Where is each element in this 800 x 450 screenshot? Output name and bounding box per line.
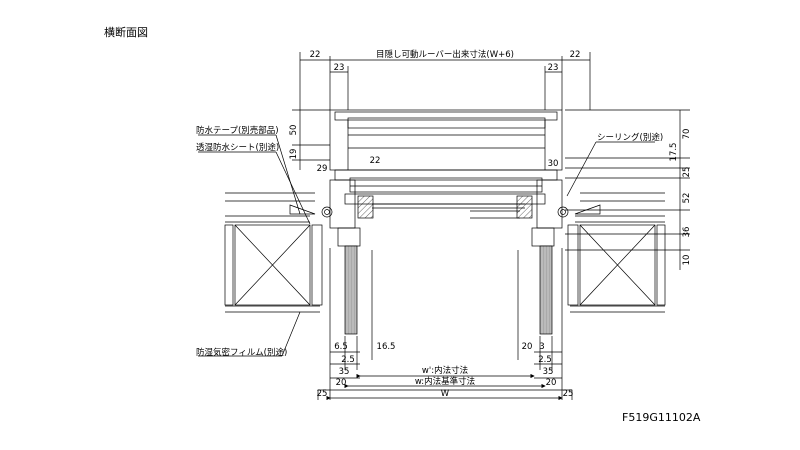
jamb-right bbox=[516, 179, 569, 335]
dim-top-right-23: 23 bbox=[548, 63, 559, 73]
left-dimensions bbox=[292, 109, 330, 170]
drawing-title: 横断面図 bbox=[104, 26, 148, 39]
dim-right-10: 10 bbox=[682, 255, 692, 266]
dim-top-overall: 目隠し可動ルーバー出来寸法(W+6) bbox=[376, 49, 514, 60]
dim-bot-20-right: 20 bbox=[546, 378, 557, 388]
dim-bot-3: 3 bbox=[539, 342, 544, 352]
dim-right-52: 52 bbox=[682, 193, 692, 204]
dim-inner-w-prime: w':内法寸法 bbox=[422, 365, 468, 376]
dim-bot-25-right: 25 bbox=[563, 389, 574, 399]
dim-bot-20-left: 20 bbox=[336, 378, 347, 388]
dim-top-right-22: 22 bbox=[570, 50, 581, 60]
dim-left-29: 29 bbox=[317, 164, 328, 174]
dim-top-left-23: 23 bbox=[334, 63, 345, 73]
dim-left-19: 19 bbox=[289, 149, 299, 160]
jamb-left bbox=[321, 179, 374, 335]
dim-right-25: 25 bbox=[682, 167, 692, 178]
dim-bot-20: 20 bbox=[522, 342, 533, 352]
dim-right-17-5: 17.5 bbox=[669, 143, 679, 162]
dim-overall-w: W bbox=[441, 389, 450, 399]
dim-bot-2-5-b: 2.5 bbox=[538, 355, 552, 365]
dim-bot-6-5: 6.5 bbox=[334, 342, 348, 352]
label-vapor-film: 防湿気密フィルム(別途) bbox=[196, 347, 287, 358]
dim-inner-22: 22 bbox=[370, 156, 381, 166]
dim-right-70: 70 bbox=[682, 129, 692, 140]
bottom-dimensions bbox=[317, 248, 573, 401]
waterproof-tape-left bbox=[289, 204, 316, 215]
dim-bot-2-5: 2.5 bbox=[341, 355, 355, 365]
label-waterproof-tape: 防水テープ(別売部品) bbox=[196, 125, 279, 136]
drawing-code: F519G11102A bbox=[622, 411, 701, 424]
dim-right-36: 36 bbox=[682, 227, 692, 238]
dim-top-left-22: 22 bbox=[310, 50, 321, 60]
label-sealing: シーリング(別途) bbox=[597, 132, 663, 143]
dim-bot-35-left: 35 bbox=[339, 367, 350, 377]
wall-layers bbox=[225, 192, 665, 313]
louver-frame bbox=[329, 109, 563, 219]
top-dimensions bbox=[299, 52, 591, 110]
wall-insulation-left bbox=[224, 224, 323, 306]
leader-lines bbox=[198, 134, 655, 357]
dim-left-50: 50 bbox=[289, 125, 299, 136]
wall-insulation-right bbox=[567, 224, 666, 306]
dim-bot-16-5: 16.5 bbox=[377, 342, 396, 352]
dim-right-30: 30 bbox=[548, 159, 559, 169]
waterproof-tape-right bbox=[574, 204, 601, 215]
dim-bot-35-right: 35 bbox=[543, 367, 554, 377]
dim-inner-w: w:内法基準寸法 bbox=[415, 376, 475, 387]
dim-bot-25-left: 25 bbox=[317, 389, 328, 399]
label-breathable-sheet: 透湿防水シート(別途) bbox=[196, 142, 279, 153]
